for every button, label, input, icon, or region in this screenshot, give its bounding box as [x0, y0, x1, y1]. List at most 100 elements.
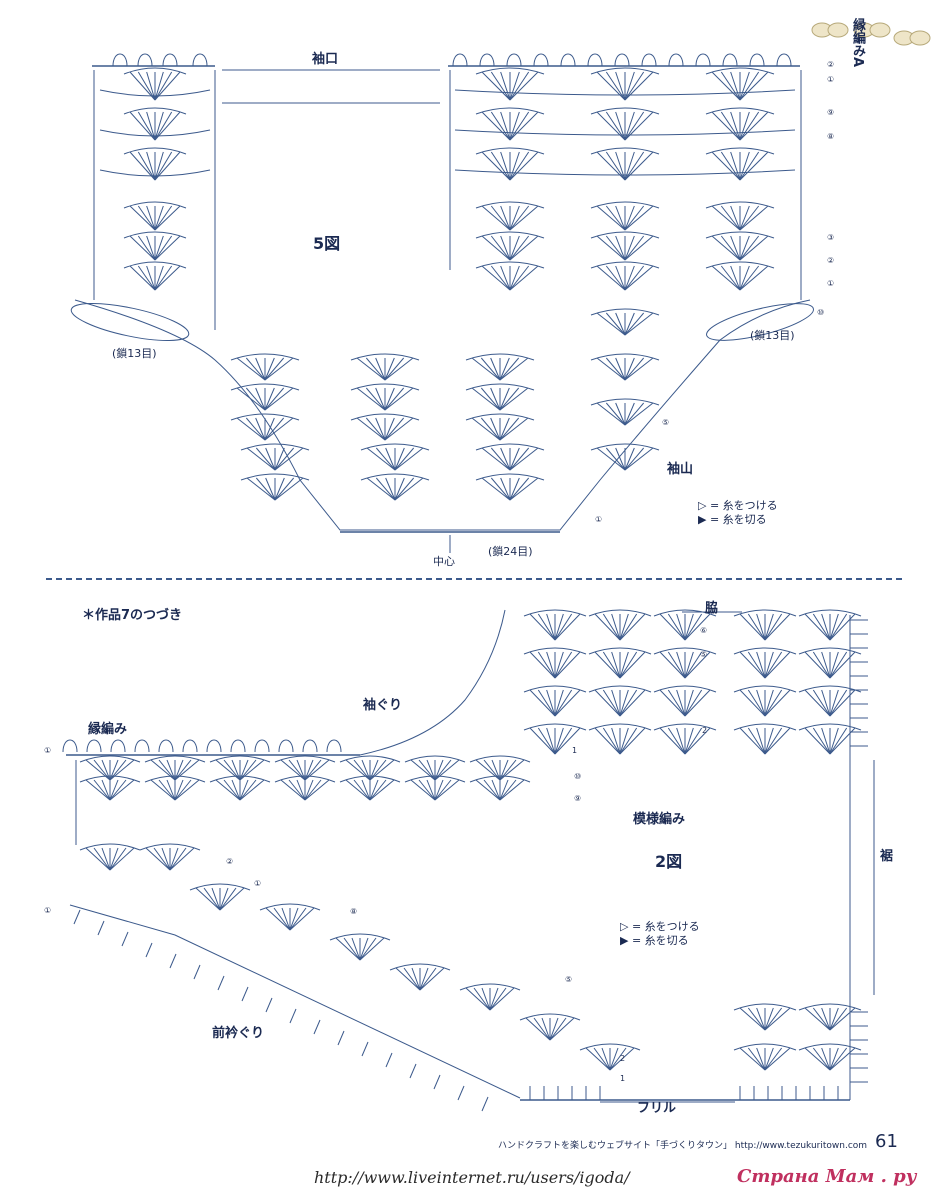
shell-stitch-ray — [174, 779, 200, 801]
center-label: 中心 — [433, 555, 455, 568]
picot-loop — [182, 739, 198, 753]
shell-stitch-ray — [245, 387, 266, 411]
shell-stitch-ray — [146, 235, 156, 261]
row-number: ② — [226, 857, 234, 866]
shell-stitch-ray — [684, 613, 711, 641]
shell-stitch-arc — [705, 261, 775, 269]
shell-stitch-ray — [684, 727, 711, 755]
shell-stitch-ray — [137, 111, 156, 141]
shell-stitch-arc — [798, 1003, 862, 1011]
shell-stitch-ray — [491, 759, 501, 781]
shell-stitch-ray — [434, 759, 452, 781]
shell-stitch-ray — [756, 1007, 766, 1031]
shell-stitch-ray — [154, 205, 181, 231]
shell-stitch-ray — [509, 151, 530, 181]
shell-stitch-ray — [619, 689, 646, 717]
shell-stitch-ray — [605, 312, 626, 336]
shell-stitch-ray — [764, 1047, 774, 1071]
shell-stitch-arc — [733, 1043, 797, 1051]
shell-stitch-ray — [129, 205, 156, 231]
chain-arc — [454, 169, 796, 176]
shell-stitch-arc — [389, 963, 451, 971]
shell-stitch-ray — [529, 651, 556, 679]
edging-stitch — [289, 1008, 297, 1024]
sleeve-cap-label: 袖山 — [667, 462, 694, 477]
shell-stitch-arc — [79, 843, 141, 851]
shell-stitch-ray — [356, 387, 386, 411]
shell-stitch-ray — [499, 759, 517, 781]
shell-stitch-ray — [246, 447, 276, 471]
shell-stitch-ray — [720, 71, 741, 101]
row-number: 2 — [620, 1054, 626, 1063]
shell-stitch-ray — [166, 759, 176, 781]
shell-stitch-ray — [509, 447, 539, 471]
shell-stitch-ray — [288, 759, 306, 781]
shell-stitch-ray — [109, 759, 135, 781]
shell-stitch-ray — [739, 235, 769, 261]
shell-stitch-ray — [365, 417, 386, 441]
sleeve-diagram — [70, 53, 814, 553]
shell-stitch-ray — [109, 847, 135, 871]
shell-stitch-ray — [747, 651, 766, 679]
shell-stitch-ray — [509, 111, 539, 141]
shell-stitch-ray — [154, 235, 164, 261]
shell-stitch-ray — [609, 1047, 627, 1071]
shell-stitch-ray — [711, 71, 741, 101]
shell-stitch-arc — [123, 67, 187, 75]
shell-stitch-ray — [711, 235, 741, 261]
shell-stitch-ray — [624, 447, 654, 471]
shell-stitch-ray — [343, 937, 361, 961]
shell-stitch-ray — [264, 357, 294, 381]
shell-stitch-ray — [764, 651, 791, 679]
shell-stitch-ray — [169, 847, 195, 871]
shell-stitch-ray — [480, 357, 501, 381]
shell-stitch-ray — [554, 727, 573, 755]
shell-stitch-ray — [146, 71, 156, 101]
shell-stitch-ray — [624, 111, 645, 141]
brand-logo: Страна Мам . ру — [737, 1166, 917, 1187]
shell-stitch-ray — [490, 151, 511, 181]
shell-stitch-ray — [730, 205, 741, 231]
shell-stitch-arc — [240, 443, 310, 451]
shell-stitch-arc — [733, 723, 797, 731]
shell-stitch-ray — [481, 477, 511, 501]
shell-stitch-ray — [554, 689, 564, 717]
shell-stitch-ray — [280, 759, 306, 781]
shell-stitch-arc — [588, 609, 652, 617]
picot-loop — [112, 53, 128, 67]
edging-stitch — [121, 931, 129, 947]
shell-stitch-arc — [123, 201, 187, 209]
shell-stitch-ray — [659, 613, 686, 641]
shell-stitch-ray — [369, 779, 379, 801]
shell-stitch-ray — [490, 417, 501, 441]
shell-stitch-ray — [434, 779, 452, 801]
shell-stitch-ray — [739, 151, 750, 181]
shell-stitch-ray — [288, 779, 306, 801]
shell-stitch-ray — [109, 847, 119, 871]
shell-stitch-ray — [483, 759, 501, 781]
shell-stitch-ray — [109, 759, 119, 781]
shell-stitch-ray — [821, 651, 831, 679]
shell-stitch-ray — [711, 111, 741, 141]
shell-stitch-ray — [154, 235, 173, 261]
shell-stitch-ray — [375, 447, 396, 471]
shell-stitch-ray — [195, 887, 221, 911]
shell-stitch-ray — [304, 779, 314, 801]
row-number: ⑨ — [827, 108, 835, 117]
shell-stitch-arc — [469, 755, 531, 763]
shell-stitch-ray — [756, 613, 766, 641]
shell-stitch-ray — [369, 759, 395, 781]
shell-stitch-arc — [465, 353, 535, 361]
shell-stitch-ray — [489, 987, 499, 1011]
shell-stitch-ray — [804, 1047, 831, 1071]
shell-stitch-ray — [554, 613, 573, 641]
picot-loop — [62, 739, 78, 753]
shell-stitch-ray — [684, 689, 711, 717]
shell-stitch-ray — [764, 727, 791, 755]
picot-loop — [722, 53, 738, 67]
shell-stitch-ray — [85, 779, 111, 801]
shell-stitch-ray — [264, 357, 275, 381]
shell-stitch-arc — [653, 647, 717, 655]
shell-stitch-ray — [624, 205, 645, 231]
shell-stitch-ray — [129, 111, 156, 141]
